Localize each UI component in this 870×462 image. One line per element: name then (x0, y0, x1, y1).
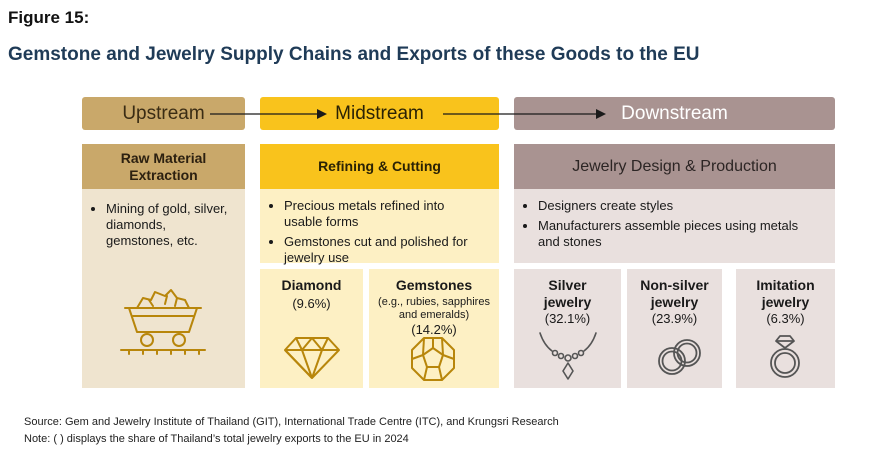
necklace-icon (539, 332, 597, 380)
figure-label: Figure 15: (8, 8, 90, 27)
upstream-bullets: Mining of gold, silver, diamonds, gemsto… (82, 201, 245, 249)
downstream-bullet: Designers create styles (538, 198, 821, 214)
mine-cart-icon (120, 289, 206, 355)
diamond-icon (284, 337, 340, 379)
page-title: Gemstone and Jewelry Supply Chains and E… (8, 44, 700, 65)
midstream-heading: Refining & Cutting (260, 144, 499, 189)
rings-icon (658, 339, 701, 375)
card-subtitle: (e.g., rubies, sapphires and emeralds) (378, 296, 490, 321)
diamond-card: Diamond (9.6%) (260, 269, 363, 388)
source-note: Source: Gem and Jewelry Institute of Tha… (24, 416, 559, 428)
card-name: Silver jewelry (543, 277, 592, 310)
midstream-bullet: Gemstones cut and polished for jewelry u… (284, 234, 485, 266)
card-name: Gemstones (395, 277, 473, 293)
card-name: Non-silver jewelry (640, 277, 709, 310)
upstream-body: Mining of gold, silver, diamonds, gemsto… (82, 189, 245, 388)
non-silver-jewelry-card: Non-silver jewelry (23.9%) (627, 269, 722, 388)
gemstone-icon (411, 337, 455, 381)
upstream-to-midstream-arrow (210, 109, 327, 119)
midstream-bullet: Precious metals refined into usable form… (284, 198, 485, 230)
card-name: Diamond (281, 277, 342, 293)
gemstones-card: Gemstones (e.g., rubies, sapphires and e… (369, 269, 499, 388)
card-share: (23.9%) (651, 311, 698, 326)
card-share: (6.3%) (766, 311, 805, 326)
downstream-heading: Jewelry Design & Production (514, 144, 835, 189)
card-share: (32.1%) (544, 311, 591, 326)
midstream-body: Precious metals refined into usable form… (260, 189, 499, 266)
note: Note: ( ) displays the share of Thailand… (24, 433, 409, 445)
downstream-bullets: Designers create styles Manufacturers as… (514, 198, 835, 250)
downstream-bullet: Manufacturers assemble pieces using meta… (538, 218, 821, 250)
silver-jewelry-card: Silver jewelry (32.1%) (514, 269, 621, 388)
card-share: (14.2%) (411, 322, 457, 337)
downstream-body: Designers create styles Manufacturers as… (514, 189, 835, 263)
midstream-to-downstream-arrow (443, 109, 606, 119)
midstream-bullets: Precious metals refined into usable form… (260, 198, 499, 266)
ring-icon (770, 335, 800, 378)
imitation-jewelry-card: Imitation jewelry (6.3%) (736, 269, 835, 388)
upstream-bullet: Mining of gold, silver, diamonds, gemsto… (106, 201, 235, 249)
upstream-heading: Raw Material Extraction (82, 144, 245, 189)
card-name: Imitation jewelry (756, 277, 815, 310)
card-share: (9.6%) (292, 296, 331, 311)
